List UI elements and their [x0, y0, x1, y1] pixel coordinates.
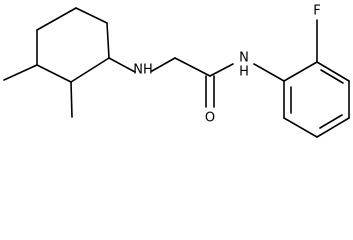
benzene-bond-5: [283, 117, 318, 138]
benzene-ring: [283, 61, 350, 138]
benzene-bond-2: [316, 61, 350, 82]
benzene-inner-bond-1: [320, 69, 344, 84]
ring-bond-4: [70, 57, 110, 83]
molecule-structure: NH N H O F: [3, 4, 350, 138]
amine-label: NH: [133, 63, 153, 78]
benzene-bond-4: [316, 117, 350, 138]
benzene-inner-bond-2: [319, 114, 343, 129]
amide-h-label: H: [239, 65, 249, 80]
fluorine-label: F: [313, 4, 320, 19]
methyl-bond-upper: [3, 64, 38, 81]
carbonyl-oxygen-label: O: [205, 111, 215, 126]
amine-to-methylene-bond: [151, 57, 176, 72]
cyclohexane-ring: [36, 7, 110, 83]
amide-n-label: N: [239, 51, 249, 66]
amide-n-to-phenyl-bond: [253, 63, 285, 82]
ring-bond-1: [36, 7, 77, 31]
ring-bond-2: [75, 7, 108, 24]
benzene-bond-1: [283, 61, 318, 82]
ring-bond-5: [36, 64, 72, 83]
methyl-bond-lower: [70, 81, 73, 118]
carbonyl-to-amide-n-bond: [209, 63, 234, 77]
methylene-to-carbonyl-bond: [174, 57, 211, 77]
ring-bond-3: [106, 22, 110, 59]
ring-to-amine-bond: [108, 57, 136, 73]
